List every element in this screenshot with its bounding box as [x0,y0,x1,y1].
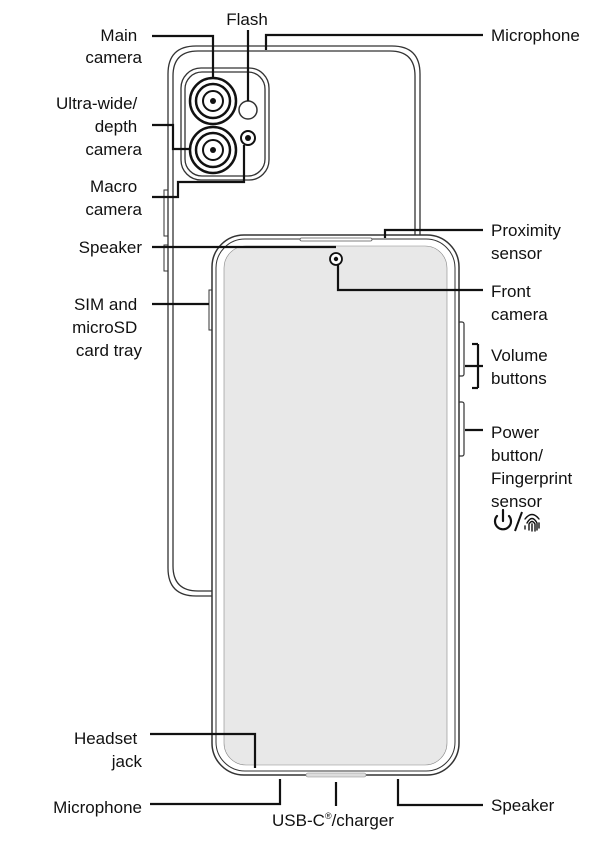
usb-port [305,772,367,778]
label-microphone-bottom: Microphone [53,798,142,817]
label-proximity-sensor: Proximity sensor [491,221,566,263]
label-volume-buttons: Volume buttons [491,346,552,388]
camera-module [180,67,270,181]
label-microphone-top: Microphone [491,26,580,45]
power-icon [493,508,513,531]
back-phone [163,45,421,597]
label-ultrawide-camera: Ultra-wide/ depth camera [56,94,143,159]
flash [238,100,258,120]
macro-camera-lens [240,130,256,146]
label-headset-jack: Headset jack [74,729,143,771]
label-front-camera: Front camera [491,282,548,324]
fingerprint-icon [524,513,540,532]
ultrawide-camera-lens [188,125,238,175]
label-speaker-top: Speaker [79,238,143,257]
label-speaker-bottom: Speaker [491,796,555,815]
label-sim-tray: SIM and microSD card tray [72,295,142,360]
icon-separator-slash [514,511,523,532]
label-main-camera: Main camera [85,26,142,67]
label-flash: Flash [226,10,268,29]
front-phone [208,234,465,778]
leader-lines [150,30,483,807]
screen [223,245,448,766]
label-macro-camera: Macro camera [85,177,142,219]
label-usb-charger: USB-C®/charger [272,811,394,830]
earpiece [299,237,373,242]
main-camera-lens [188,76,238,126]
labels: Main camera Flash Ultra-wide/ depth came… [53,10,580,830]
front-camera-lens [329,252,343,266]
label-power-button: Power button/ Fingerprint sensor [491,423,577,511]
